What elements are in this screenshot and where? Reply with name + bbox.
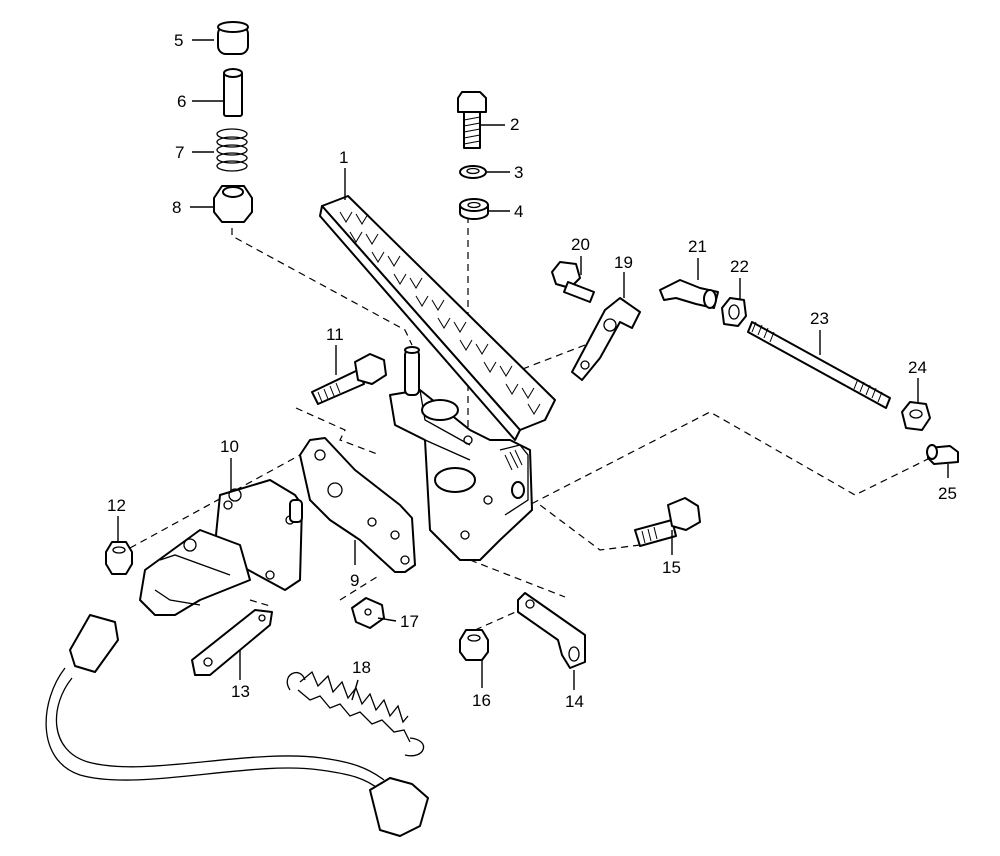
callout-17: 17 — [400, 612, 419, 631]
part-7-spring — [216, 128, 248, 172]
part-4-spacer — [459, 198, 489, 220]
callout-16: 16 — [472, 691, 491, 710]
wire-harness — [45, 614, 429, 837]
callout-18: 18 — [352, 658, 371, 677]
callout-23: 23 — [810, 309, 829, 328]
callout-11: 11 — [326, 325, 344, 344]
callout-3: 3 — [514, 163, 523, 182]
part-16-nut — [459, 629, 489, 661]
part-22-nut — [721, 297, 747, 327]
part-3-washer — [459, 165, 487, 179]
part-10-sensor — [139, 479, 303, 616]
leader-lines — [117, 39, 949, 701]
callout-13: 13 — [231, 682, 250, 701]
part-13-bracket — [191, 609, 273, 676]
part-9-plate — [299, 437, 416, 573]
callout-10: 10 — [220, 437, 239, 456]
callout-22: 22 — [730, 257, 749, 276]
callout-25: 25 — [938, 484, 957, 503]
callout-5: 5 — [174, 31, 183, 50]
callout-21: 21 — [688, 237, 707, 256]
callout-1: 1 — [339, 148, 348, 167]
part-6-sleeve — [223, 68, 243, 117]
part-2-bolt — [457, 91, 487, 149]
part-24-nut — [901, 401, 931, 431]
part-14-bracket — [517, 592, 586, 669]
callout-14: 14 — [565, 692, 584, 711]
callout-8: 8 — [172, 198, 181, 217]
callout-7: 7 — [175, 143, 184, 162]
part-11-bolt — [311, 353, 387, 405]
part-18-spring — [286, 670, 425, 757]
part-15-bolt — [634, 497, 701, 547]
part-12-nut — [105, 541, 133, 575]
callout-labels: 1 2 3 4 5 6 7 8 9 10 11 12 13 14 15 16 1… — [107, 31, 957, 711]
callout-20: 20 — [571, 235, 590, 254]
callout-15: 15 — [662, 558, 681, 577]
pedal-housing — [389, 346, 533, 561]
part-21-ball-joint — [659, 279, 719, 309]
part-25-cap — [926, 444, 959, 465]
part-20-bolt — [551, 261, 595, 303]
callout-4: 4 — [514, 202, 523, 221]
part-17-clip — [351, 597, 385, 629]
callout-6: 6 — [177, 92, 186, 111]
part-1-pedal — [319, 195, 556, 441]
part-5-cap — [217, 21, 249, 55]
callout-9: 9 — [350, 571, 359, 590]
callout-24: 24 — [908, 358, 927, 377]
part-19-lever — [571, 297, 641, 381]
callout-2: 2 — [510, 115, 519, 134]
callout-12: 12 — [107, 496, 126, 515]
part-23-rod — [747, 321, 891, 409]
callout-19: 19 — [614, 253, 633, 272]
part-8-nut — [213, 185, 253, 223]
